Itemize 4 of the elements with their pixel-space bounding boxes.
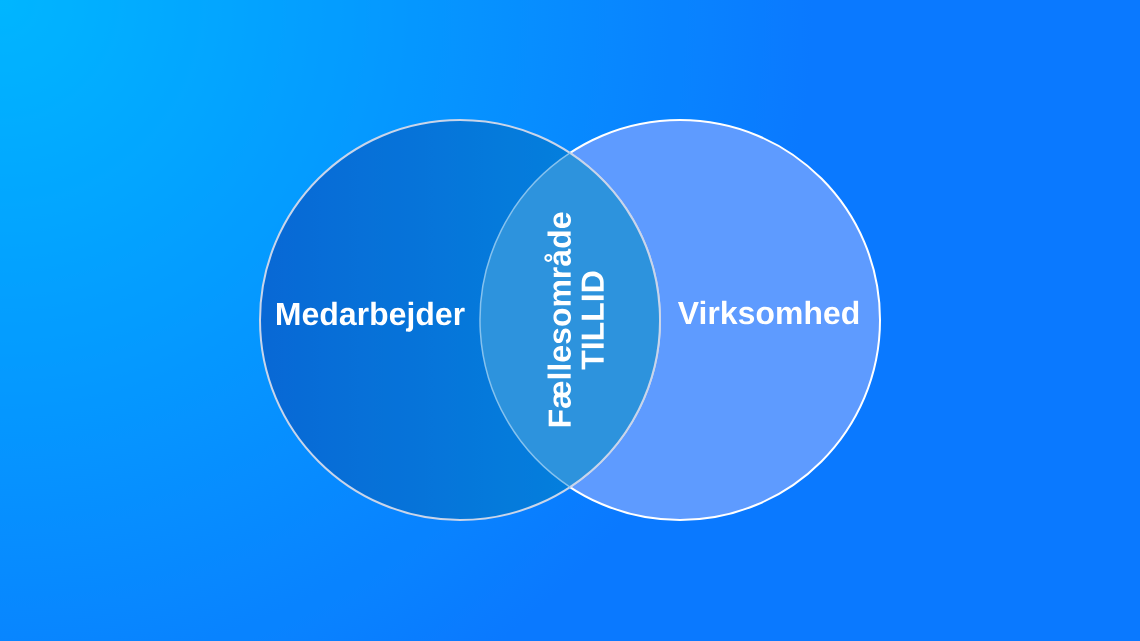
lens-label: TILLID [581,271,604,370]
circle-label: Virksomhed [677,300,859,325]
circle-label: Medarbejder [277,301,465,332]
lens-label: Fællesområde [544,212,571,427]
